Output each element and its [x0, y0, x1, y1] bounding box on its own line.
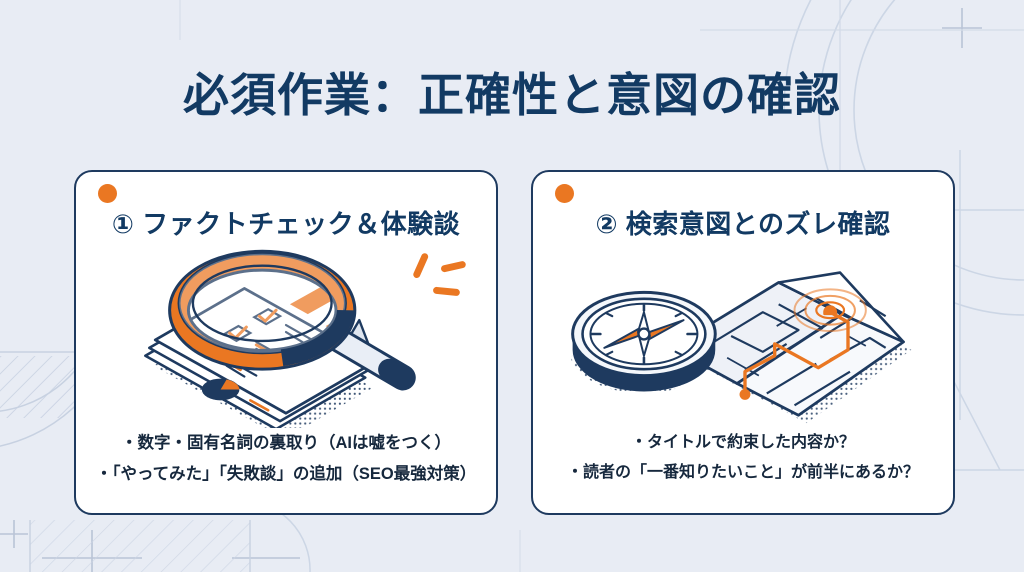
card-2-heading: ② 検索意図とのズレ確認: [595, 209, 891, 239]
card-1-bullet-list: ・数字・固有名詞の裏取り（AIは嘘をつく） ・「やってみた」「失敗談」の追加（S…: [76, 428, 496, 491]
compass-on-map-illustration: [570, 271, 912, 424]
orange-dot-icon: [555, 184, 574, 203]
list-item: ・「やってみた」「失敗談」の追加（SEO最強対策）: [95, 465, 477, 484]
card-fact-check: ① ファクトチェック＆体験談: [74, 170, 498, 515]
list-item: ・数字・固有名詞の裏取り（AIは嘘をつく）: [121, 434, 451, 452]
magnifying-glass-over-documents-illustration: [144, 249, 466, 428]
orange-dot-icon: [98, 184, 117, 203]
page-title: 必須作業：正確性と意図の確認: [183, 69, 841, 121]
list-item: ・読者の「一番知りたいこと」が前半にあるか？: [566, 464, 919, 482]
card-1-heading: ① ファクトチェック＆体験談: [111, 209, 461, 239]
card-2-bullet-list: ・タイトルで約束した内容か？ ・読者の「一番知りたいこと」が前半にあるか？: [533, 428, 953, 489]
list-item: ・タイトルで約束した内容か？: [630, 434, 855, 451]
card-search-intent: ② 検索意図とのズレ確認: [531, 170, 955, 515]
